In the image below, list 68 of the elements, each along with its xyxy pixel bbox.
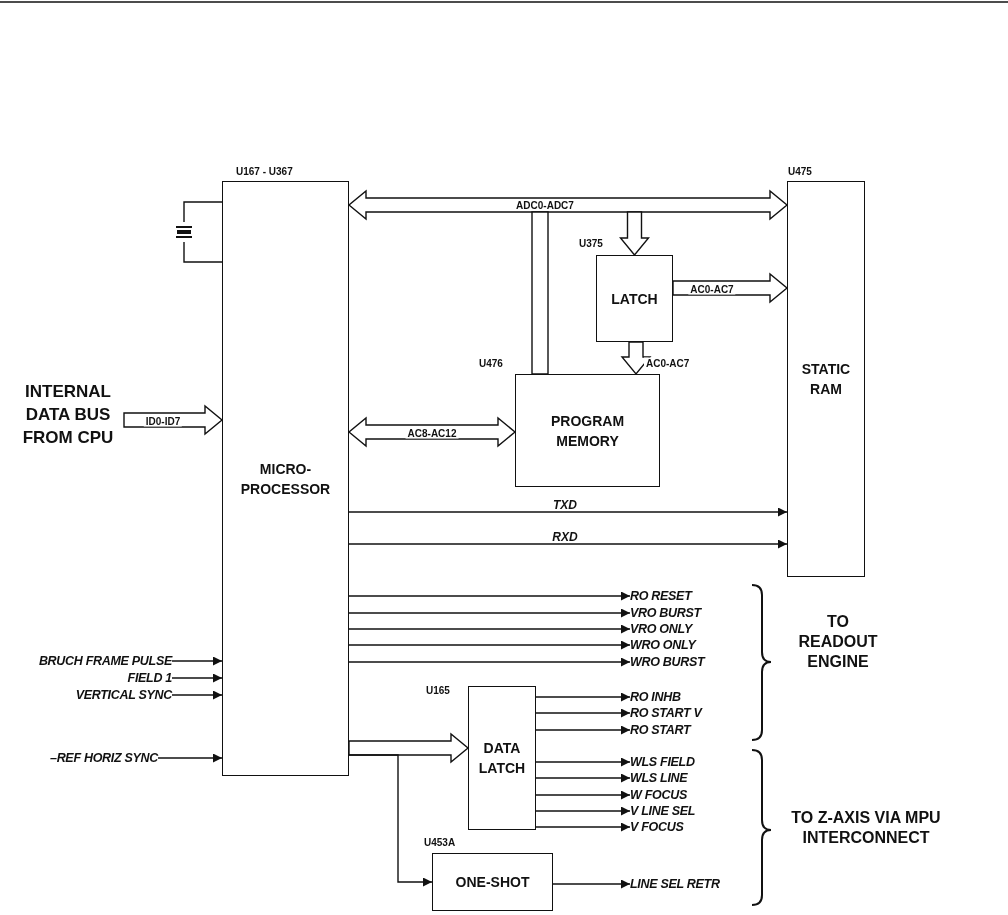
bus-arrow: [620, 341, 652, 376]
signal-arrow: [348, 507, 788, 517]
part-number: U167 - U367: [236, 166, 293, 177]
signal-arrow: [348, 754, 433, 887]
signal-name: BRUCH FRAME PULSE: [38, 654, 172, 668]
signal-arrow: [535, 757, 631, 767]
signal-arrow: [348, 657, 631, 667]
signal-arrow: [171, 656, 223, 666]
signal-arrow: [348, 591, 631, 601]
component-name: STATIC RAM: [800, 360, 852, 399]
bus-arrow: [348, 732, 470, 764]
signal-arrow: [348, 608, 631, 618]
signal-name: RO START: [630, 723, 691, 737]
signal-name: –REF HORIZ SYNC: [50, 751, 158, 765]
wire: [183, 241, 223, 263]
bus-label: ADC0-ADC7: [514, 199, 576, 211]
bus-label: ID0-ID7: [143, 415, 183, 427]
component-name: LATCH: [610, 289, 659, 309]
bus-label: RXD: [551, 530, 579, 544]
component-name: PROGRAM MEMORY: [549, 411, 626, 451]
signal-arrow: [552, 879, 631, 889]
signal-name: WLS LINE: [630, 771, 688, 785]
signal-name: RO INHB: [630, 690, 681, 704]
signal-name: WLS FIELD: [630, 755, 695, 769]
signal-arrow: [535, 790, 631, 800]
bus-source-label: INTERNAL DATA BUS FROM CPU: [21, 380, 115, 449]
destination-label: TO READOUT ENGINE: [797, 612, 879, 672]
signal-name: LINE SEL RETR: [630, 877, 720, 891]
bus-label: TXD: [552, 498, 578, 512]
signal-name: VERTICAL SYNC: [75, 688, 172, 702]
signal-arrow: [348, 640, 631, 650]
bus-label: AC8-AC12: [405, 427, 459, 439]
part-number: U375: [579, 238, 603, 249]
bus-label: AC0-AC7: [644, 357, 692, 369]
signal-name: W FOCUS: [630, 788, 687, 802]
signal-arrow: [535, 773, 631, 783]
signal-name: WRO ONLY: [630, 638, 696, 652]
signal-name: VRO BURST: [630, 606, 701, 620]
signal-arrow: [348, 539, 788, 549]
signal-arrow: [171, 673, 223, 683]
signal-arrow: [535, 822, 631, 832]
signal-name: WRO BURST: [630, 655, 705, 669]
signal-arrow: [535, 708, 631, 718]
signal-arrow: [171, 690, 223, 700]
component-name: ONE-SHOT: [454, 873, 531, 892]
signal-name: VRO ONLY: [630, 622, 692, 636]
part-number: U453A: [424, 837, 456, 848]
component-name: DATA LATCH: [477, 739, 527, 778]
bus-label: AC0-AC7: [688, 283, 736, 295]
part-number: U476: [479, 358, 503, 369]
bus-lines: [531, 211, 549, 375]
signal-name: V FOCUS: [630, 820, 684, 834]
signal-arrow: [535, 806, 631, 816]
signal-name: RO START V: [630, 706, 702, 720]
signal-arrow: [535, 692, 631, 702]
wire: [183, 201, 223, 223]
signal-name: FIELD 1: [127, 671, 172, 685]
destination-label: TO Z-AXIS VIA MPU INTERCONNECT: [790, 808, 942, 848]
signal-arrow: [348, 624, 631, 634]
part-number: U475: [788, 166, 812, 177]
part-number: U165: [426, 685, 450, 696]
bus-arrow: [347, 189, 789, 221]
signal-name: V LINE SEL: [630, 804, 696, 818]
bus-arrow: [619, 211, 650, 257]
signal-name: RO RESET: [630, 589, 692, 603]
signal-arrow: [157, 753, 223, 763]
signal-arrow: [535, 725, 631, 735]
component-name: MICRO- PROCESSOR: [239, 459, 332, 499]
